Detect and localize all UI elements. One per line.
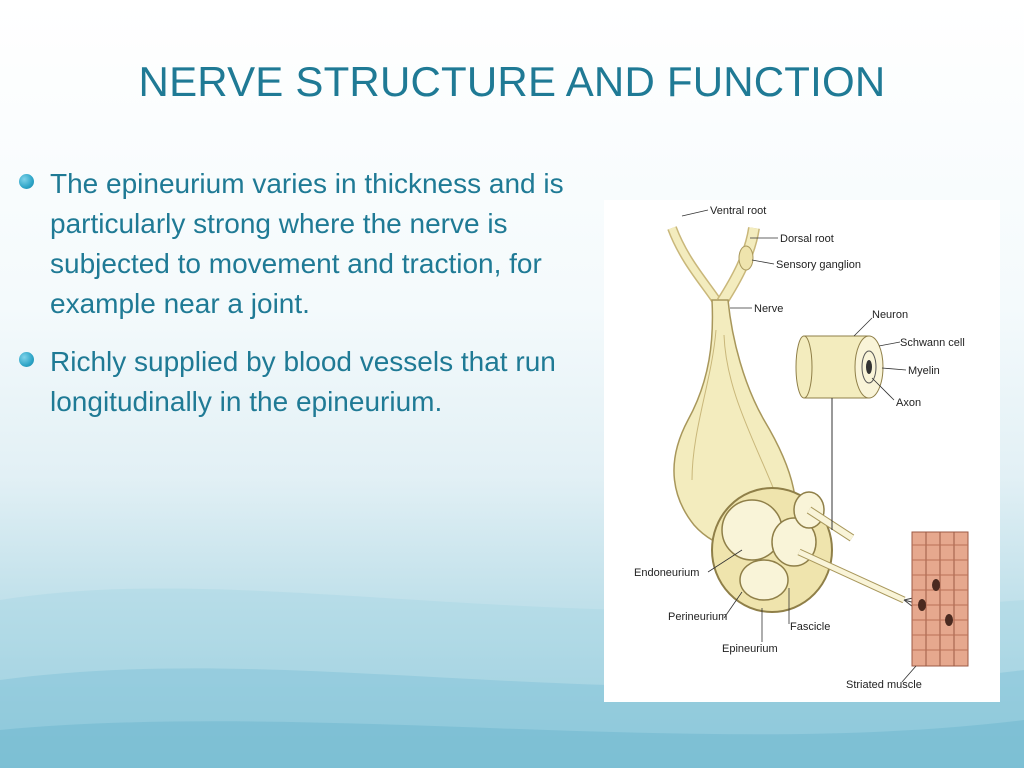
label-dorsal-root: Dorsal root: [780, 233, 834, 245]
label-axon: Axon: [896, 397, 921, 409]
label-fascicle: Fascicle: [790, 621, 830, 633]
nerve-diagram: Ventral root Dorsal root Sensory ganglio…: [604, 200, 1000, 702]
bullet-text: Richly supplied by blood vessels that ru…: [50, 346, 556, 417]
ganglion-drawing: [738, 245, 754, 271]
slide-title: NERVE STRUCTURE AND FUNCTION: [138, 58, 886, 105]
label-neuron: Neuron: [872, 309, 908, 321]
bullet-item: Richly supplied by blood vessels that ru…: [16, 342, 586, 422]
bullet-dot-icon: [19, 352, 34, 367]
label-schwann-cell: Schwann cell: [900, 337, 965, 349]
bullet-item: The epineurium varies in thickness and i…: [16, 164, 586, 324]
label-ventral-root: Ventral root: [710, 205, 766, 217]
nerve-diagram-drawing: Ventral root Dorsal root Sensory ganglio…: [634, 205, 969, 691]
label-nerve: Nerve: [754, 303, 783, 315]
label-sensory-ganglion: Sensory ganglion: [776, 259, 861, 271]
bullet-text: The epineurium varies in thickness and i…: [50, 168, 564, 319]
label-perineurium: Perineurium: [668, 611, 727, 623]
bullet-dot-icon: [19, 174, 34, 189]
striated-muscle-drawing: [911, 531, 969, 667]
label-myelin: Myelin: [908, 365, 940, 377]
bullet-list: The epineurium varies in thickness and i…: [16, 164, 586, 440]
neuron-drawing: [795, 335, 884, 399]
label-endoneurium: Endoneurium: [634, 567, 699, 579]
label-epineurium: Epineurium: [722, 643, 778, 655]
label-striated-muscle: Striated muscle: [846, 679, 922, 691]
